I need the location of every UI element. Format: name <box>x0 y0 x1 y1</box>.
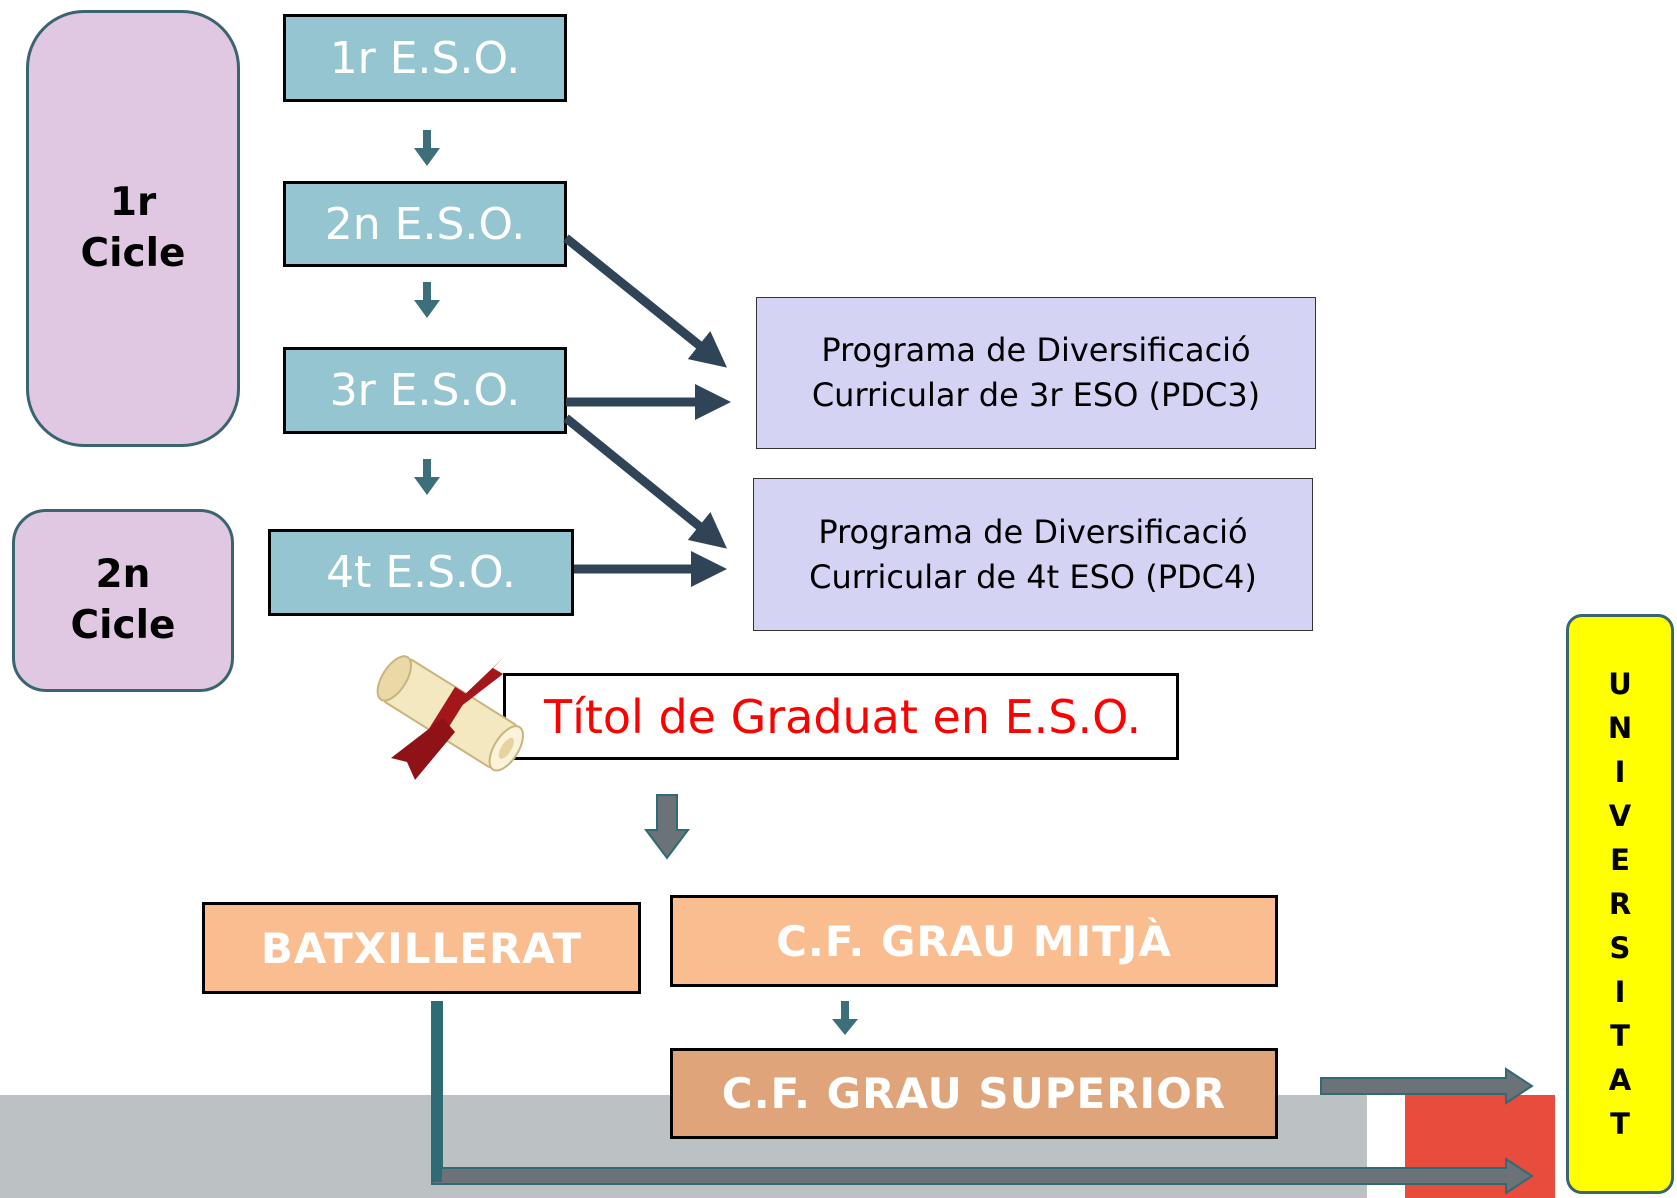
universitat-letter: R <box>1608 887 1632 921</box>
universitat-letter: I <box>1614 755 1626 789</box>
eso-level-3: 3r E.S.O. <box>283 347 567 434</box>
pdc4-box: Programa de Diversificació Curricular de… <box>753 478 1313 631</box>
universitat-letter: N <box>1607 711 1633 745</box>
eso-level-4: 4t E.S.O. <box>268 529 574 616</box>
graduate-title-box: Títol de Graduat en E.S.O. <box>503 673 1179 760</box>
eso-level-1: 1r E.S.O. <box>283 14 567 102</box>
universitat-box: U N I V E R S I T A T <box>1566 614 1674 1194</box>
diploma-scroll-icon <box>376 655 524 780</box>
universitat-letter: V <box>1608 799 1632 833</box>
universitat-letter: U <box>1608 667 1632 701</box>
first-cycle-box: 1r Cicle <box>26 10 240 447</box>
batxillerat-box: BATXILLERAT <box>202 902 641 994</box>
universitat-letter: E <box>1610 843 1630 877</box>
second-cycle-box: 2n Cicle <box>12 509 234 692</box>
first-cycle-line-1: 1r <box>109 179 157 225</box>
pdc3-line-1: Programa de Diversificació <box>821 331 1251 370</box>
down-arrow <box>832 1001 858 1035</box>
down-arrow <box>414 282 440 318</box>
pdc4-line-1: Programa de Diversificació <box>818 512 1248 551</box>
second-cycle-line-1: 2n <box>95 551 151 597</box>
universitat-letter: T <box>1610 1107 1630 1141</box>
down-arrow <box>414 459 440 495</box>
grau-superior-box: C.F. GRAU SUPERIOR <box>670 1048 1278 1139</box>
arrow-superior-to-universitat <box>1320 1067 1534 1105</box>
graduate-title-text: Títol de Graduat en E.S.O. <box>544 689 1142 744</box>
title-down-arrow <box>644 794 690 860</box>
arrow-eso2-to-pdc3 <box>563 234 728 368</box>
universitat-letter: S <box>1609 931 1631 965</box>
first-cycle-line-2: Cicle <box>80 230 186 276</box>
pdc3-box: Programa de Diversificació Curricular de… <box>756 297 1316 449</box>
pdc4-line-2: Curricular de 4t ESO (PDC4) <box>809 557 1257 596</box>
down-arrow <box>414 130 440 166</box>
arrow-batxillerat-to-universitat <box>431 1001 1534 1195</box>
eso-level-2: 2n E.S.O. <box>283 181 567 267</box>
universitat-letter: I <box>1614 975 1626 1009</box>
universitat-letter: A <box>1608 1063 1632 1097</box>
grau-mitja-box: C.F. GRAU MITJÀ <box>670 895 1278 987</box>
second-cycle-line-2: Cicle <box>70 602 176 648</box>
arrow-eso3-to-pdc4 <box>563 414 727 549</box>
pdc3-line-2: Curricular de 3r ESO (PDC3) <box>811 376 1261 414</box>
universitat-letter: T <box>1610 1019 1630 1053</box>
